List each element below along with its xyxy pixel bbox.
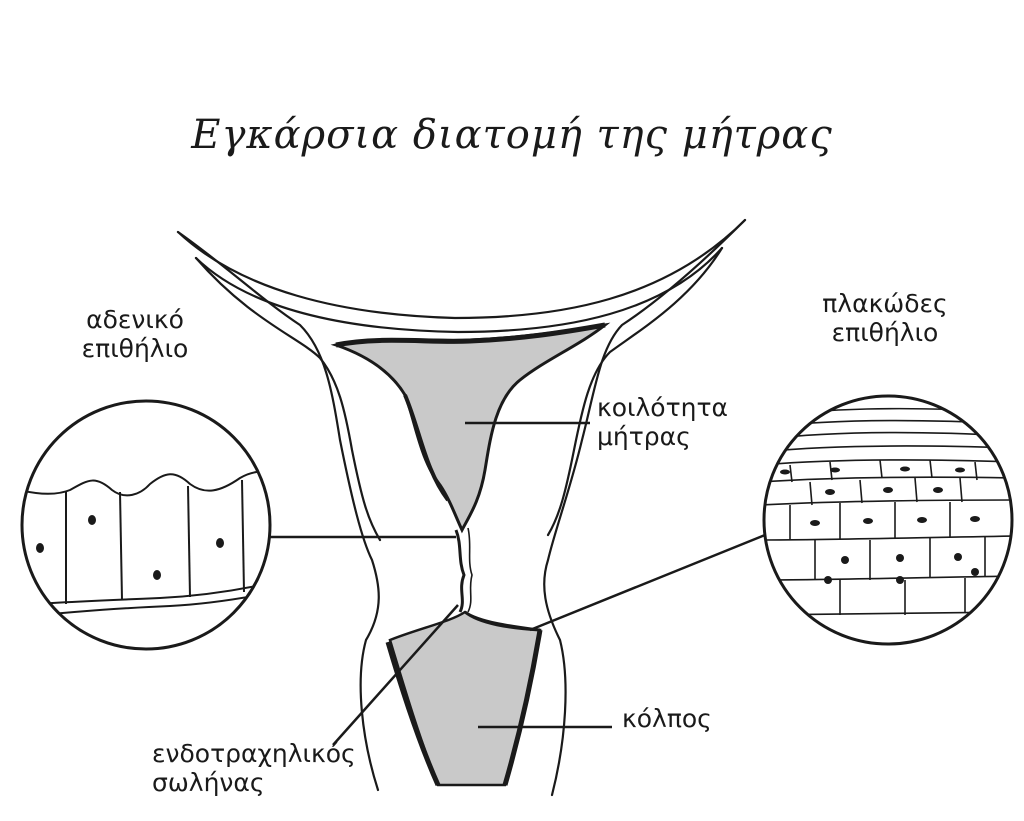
label-uterine-cavity: κοιλότητα μήτρας: [597, 393, 729, 452]
uterus-outer-wall-left: [176, 230, 380, 792]
nucleus: [88, 515, 96, 525]
nucleus: [216, 538, 224, 548]
label-uterine-cavity-line2: μήτρας: [597, 421, 691, 451]
fundus-outer: [176, 218, 747, 320]
diagram-title: Εγκάρσια διατομή της μήτρας: [191, 112, 833, 158]
label-endocervical-line1: ενδοτραχηλικός: [152, 739, 356, 768]
leader-squamous: [529, 533, 766, 632]
label-squamous-line1: πλακώδες: [822, 289, 948, 318]
label-glandular-epithelium: αδενικό επιθήλιο: [60, 305, 210, 364]
label-endocervical-line2: σωλήνας: [152, 767, 265, 797]
label-glandular-line1: αδενικό: [86, 305, 184, 334]
myometrium-inner-right: [546, 246, 724, 537]
label-vagina: κόλπος: [622, 704, 712, 733]
fundus-inner: [194, 246, 724, 334]
uterus-outer-wall-right: [543, 218, 747, 797]
myometrium-inner-left: [194, 256, 382, 542]
label-squamous-line2: επιθήλιο: [831, 317, 939, 347]
endocervical-canal: [454, 529, 466, 613]
nucleus: [36, 543, 44, 553]
glandular-epithelium-magnifier: [20, 399, 272, 651]
nucleus: [153, 570, 161, 580]
squamous-epithelium-magnifier: [762, 394, 1014, 646]
leader-endocervical: [332, 604, 459, 746]
label-uterine-cavity-line1: κοιλότητα: [597, 393, 729, 422]
vagina: [388, 610, 542, 787]
label-endocervical-canal: ενδοτραχηλικός σωλήνας: [152, 739, 356, 798]
label-squamous-epithelium: πλακώδες επιθήλιο: [800, 289, 970, 348]
label-glandular-line2: επιθήλιο: [81, 333, 189, 363]
